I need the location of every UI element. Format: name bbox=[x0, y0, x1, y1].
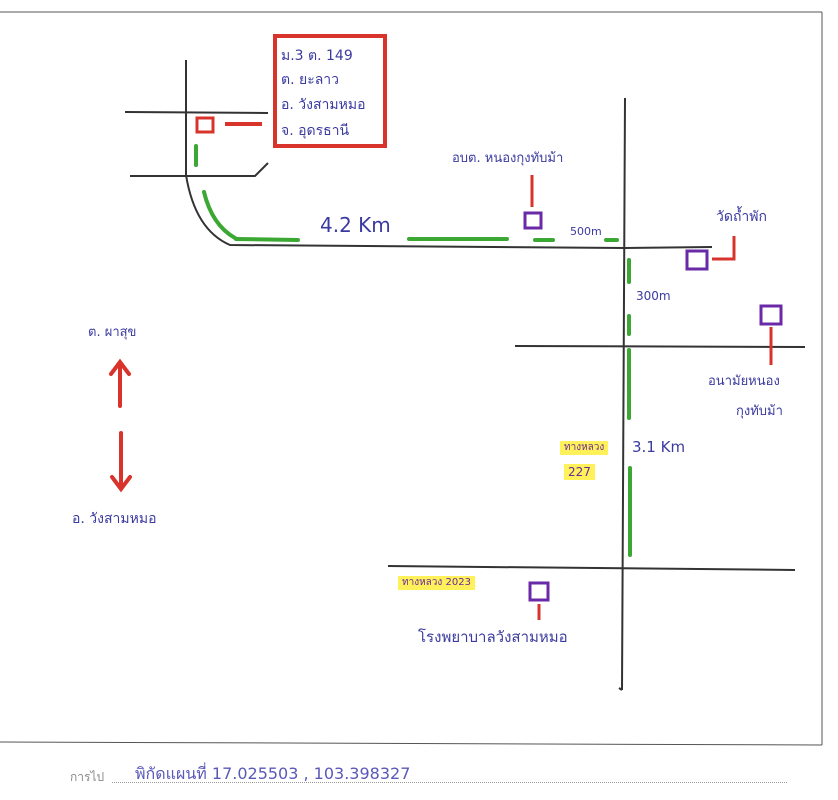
footer-coordinates: พิกัดแผนที่ 17.025503 , 103.398327 bbox=[135, 764, 411, 783]
footer-label: การไป bbox=[70, 770, 105, 784]
north-label: ต. ผาสุข bbox=[88, 325, 137, 340]
address-box: ม.3 ต. 149 ต. ยะลาว อ. วังสามหมอ จ. อุดร… bbox=[275, 36, 380, 146]
temple-marker-stem bbox=[712, 236, 736, 261]
health-center-label-line2: กุงทับม้า bbox=[736, 404, 783, 419]
hospital-label: โรงพยาบาลวังสามหมอ bbox=[418, 628, 568, 646]
road-main-vertical bbox=[621, 97, 626, 691]
road-227-number: 227 bbox=[564, 464, 595, 480]
road-cross-bottom bbox=[387, 565, 796, 571]
route-path bbox=[194, 144, 632, 557]
road-227-tag: ทางหลวง bbox=[560, 441, 609, 455]
road-main-vertical-end bbox=[618, 687, 623, 691]
home-marker-icon bbox=[195, 116, 215, 134]
temple-label: วัดถ้ำพัก bbox=[716, 209, 767, 225]
road-cross-middle bbox=[514, 345, 806, 348]
distance-500-label: 500m bbox=[570, 225, 602, 238]
distance-main-label: 4.2 Km bbox=[320, 213, 391, 237]
health-center-marker-icon bbox=[759, 304, 783, 326]
address-line-3: อ. วังสามหมอ bbox=[281, 97, 366, 113]
south-arrow-icon bbox=[110, 431, 132, 493]
address-box-frame bbox=[273, 34, 387, 148]
school-label: อบต. หนองกุงทับม้า bbox=[452, 151, 564, 166]
road-top-left-2 bbox=[130, 162, 269, 177]
address-line-4: จ. อุดรธานี bbox=[281, 123, 350, 139]
road-top-left-1 bbox=[124, 111, 269, 114]
road-main-horizontal bbox=[185, 60, 626, 249]
road-2023-tag: ทางหลวง 2023 bbox=[398, 576, 475, 590]
footer-dotted-line bbox=[112, 782, 787, 783]
school-marker-icon bbox=[523, 211, 543, 230]
health-center-label-line1: อนามัยหนอง bbox=[708, 374, 780, 389]
road-main-east bbox=[624, 246, 713, 249]
north-arrow-icon bbox=[109, 358, 131, 408]
address-line-1: ม.3 ต. 149 bbox=[281, 48, 353, 64]
distance-300-label: 300m bbox=[636, 289, 671, 303]
address-line-2: ต. ยะลาว bbox=[281, 72, 340, 88]
frame-bottom bbox=[0, 741, 823, 746]
temple-marker-icon bbox=[685, 249, 709, 271]
hospital-marker-icon bbox=[528, 581, 550, 602]
distance-3-1-label: 3.1 Km bbox=[632, 438, 686, 456]
south-label: อ. วังสามหมอ bbox=[72, 511, 157, 527]
